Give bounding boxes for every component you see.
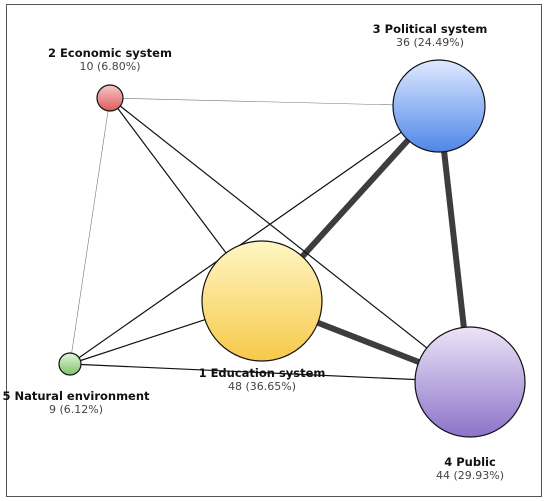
node-1-name: 1 Education system xyxy=(199,366,326,380)
node-4-circle xyxy=(414,326,526,438)
node-2-name: 2 Economic system xyxy=(48,46,172,60)
node-layer xyxy=(58,59,526,438)
edge-5-4 xyxy=(69,363,471,383)
edge-2-4 xyxy=(109,97,471,383)
edge-2-5 xyxy=(69,97,111,365)
node-1-count: 48 (36.65%) xyxy=(228,380,296,393)
node-3-count: 36 (24.49%) xyxy=(396,36,464,49)
node-5-name: 5 Natural environment xyxy=(2,389,150,403)
node-4-count: 44 (29.93%) xyxy=(436,469,504,482)
node-4-name: 4 Public xyxy=(444,455,496,469)
edge-5-3 xyxy=(69,105,440,365)
node-2-circle xyxy=(96,84,124,112)
edge-2-3 xyxy=(109,97,440,107)
node-5-circle xyxy=(58,352,82,376)
node-3-name: 3 Political system xyxy=(373,22,488,36)
node-2-count: 10 (6.80%) xyxy=(79,60,140,73)
node-3-circle xyxy=(392,59,486,153)
node-5-count: 9 (6.12%) xyxy=(49,403,103,416)
node-1-circle xyxy=(201,240,323,362)
